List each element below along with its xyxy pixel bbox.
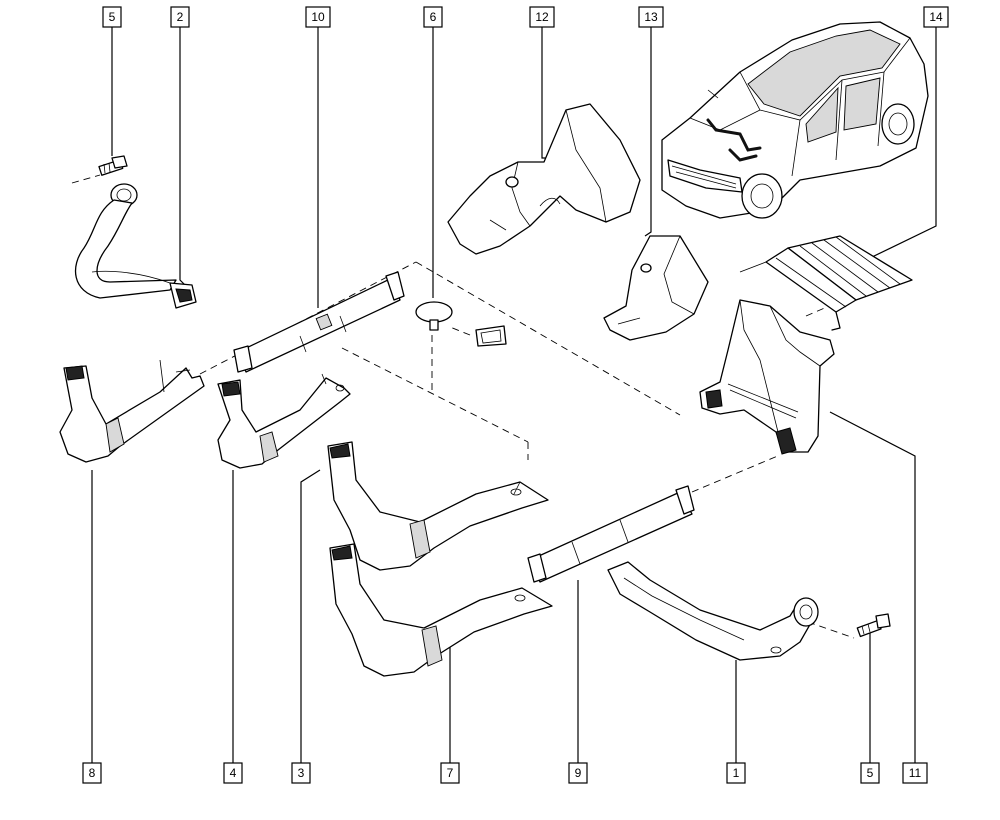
svg-text:3: 3 — [298, 766, 305, 780]
screw-icon — [856, 613, 891, 638]
svg-text:11: 11 — [909, 766, 922, 780]
svg-text:12: 12 — [535, 10, 549, 24]
callout-bottom-4: 4 — [223, 762, 243, 784]
callout-top-6: 6 — [423, 6, 443, 28]
rear-floor-duct-icon — [329, 543, 553, 677]
right-cover-icon — [603, 235, 709, 341]
svg-text:13: 13 — [644, 10, 658, 24]
callout-top-5: 5 — [102, 6, 122, 28]
callout-top-13: 13 — [638, 6, 664, 28]
callout-bottom-11: 11 — [902, 762, 928, 784]
callout-top-12: 12 — [529, 6, 555, 28]
svg-text:8: 8 — [89, 766, 96, 780]
svg-text:7: 7 — [447, 766, 454, 780]
rear-right-duct-icon — [607, 561, 819, 661]
callout-top-2: 2 — [170, 6, 190, 28]
floor-plate-icon — [739, 235, 913, 331]
rear-left-duct-icon — [75, 183, 197, 309]
distributor-housing-icon — [699, 299, 835, 455]
far-left-duct-icon — [59, 359, 205, 463]
clip-icon — [415, 301, 507, 347]
svg-text:5: 5 — [867, 766, 874, 780]
sedan-car-icon — [661, 21, 929, 219]
connector-tube-icon — [527, 485, 695, 583]
front-floor-duct-icon — [327, 441, 549, 571]
callout-bottom-3: 3 — [291, 762, 311, 784]
svg-text:6: 6 — [430, 10, 437, 24]
svg-text:9: 9 — [575, 766, 582, 780]
svg-text:4: 4 — [230, 766, 237, 780]
svg-text:2: 2 — [177, 10, 184, 24]
screw-icon — [98, 155, 128, 176]
svg-text:1: 1 — [733, 766, 740, 780]
callout-bottom-1: 1 — [726, 762, 746, 784]
callout-top-14: 14 — [923, 6, 949, 28]
left-cover-icon — [447, 103, 641, 255]
callout-bottom-7: 7 — [440, 762, 460, 784]
left-floor-duct-icon — [217, 373, 351, 469]
upper-tube-icon — [233, 271, 405, 373]
svg-text:14: 14 — [929, 10, 943, 24]
svg-text:5: 5 — [109, 10, 116, 24]
callout-bottom-8: 8 — [82, 762, 102, 784]
svg-text:10: 10 — [311, 10, 325, 24]
callout-bottom-5: 5 — [860, 762, 880, 784]
callout-top-10: 10 — [305, 6, 331, 28]
callout-bottom-9: 9 — [568, 762, 588, 784]
